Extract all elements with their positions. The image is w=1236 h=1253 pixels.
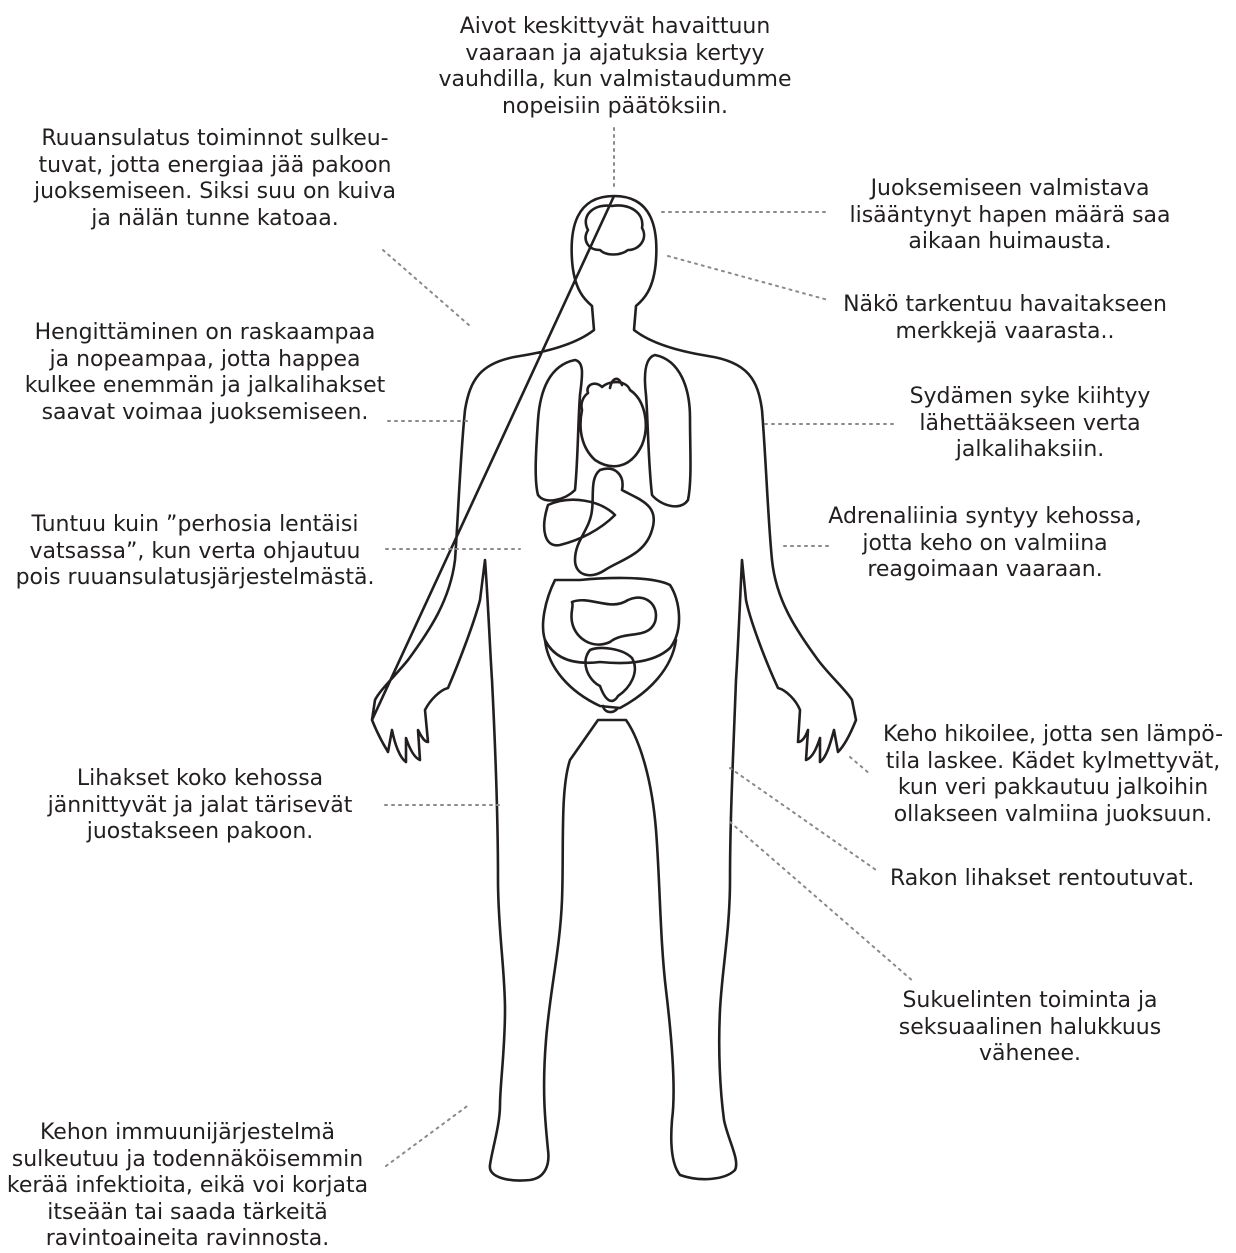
leader-immune xyxy=(386,1104,470,1166)
label-adrenaline: Adrenaliinia syntyy kehossa, jotta keho … xyxy=(815,504,1155,584)
body-outline xyxy=(372,196,856,1180)
leader-vision xyxy=(668,256,828,300)
right-lung xyxy=(645,355,691,506)
label-brain: Aivot keskittyvät havaittuun vaaraan ja … xyxy=(430,14,800,120)
leader-sexual xyxy=(730,822,914,982)
label-bladder: Rakon lihakset rentoutuvat. xyxy=(890,866,1210,893)
stomach xyxy=(575,469,654,576)
label-butterflies: Tuntuu kuin ”perhosia lentäisi vatsassa”… xyxy=(0,512,390,592)
brain-shape xyxy=(586,205,644,254)
leader-bladder xyxy=(730,768,876,870)
label-dizziness: Juoksemiseen valmistava lisääntynyt hape… xyxy=(830,176,1190,256)
liver xyxy=(544,500,615,546)
small-intestine xyxy=(571,598,656,645)
label-heart: Sydämen syke kiihtyy lähettääkseen verta… xyxy=(895,384,1165,464)
label-sexual: Sukuelinten toiminta ja seksuaalinen hal… xyxy=(880,988,1180,1068)
leader-digestion xyxy=(383,250,470,326)
label-breathing: Hengittäminen on raskaampaa ja nopeampaa… xyxy=(10,320,400,426)
aorta xyxy=(610,379,622,388)
large-intestine xyxy=(543,578,679,663)
pelvis-organs xyxy=(545,640,676,708)
label-sweat: Keho hikoilee, jotta sen lämpö- tila las… xyxy=(870,722,1236,828)
label-muscles: Lihakset koko kehossa jännittyvät ja jal… xyxy=(30,766,370,846)
left-lung xyxy=(536,360,582,500)
leader-sweat xyxy=(850,757,870,774)
heart-shape xyxy=(581,382,646,466)
bladder-uterus xyxy=(585,648,634,701)
label-immune: Kehon immuunijärjestelmä sulkeutuu ja to… xyxy=(0,1120,375,1253)
label-digestion: Ruuansulatus toiminnot sulkeu- tuvat, jo… xyxy=(20,126,410,232)
label-vision: Näkö tarkentuu havaitakseen merkkejä vaa… xyxy=(830,292,1180,345)
